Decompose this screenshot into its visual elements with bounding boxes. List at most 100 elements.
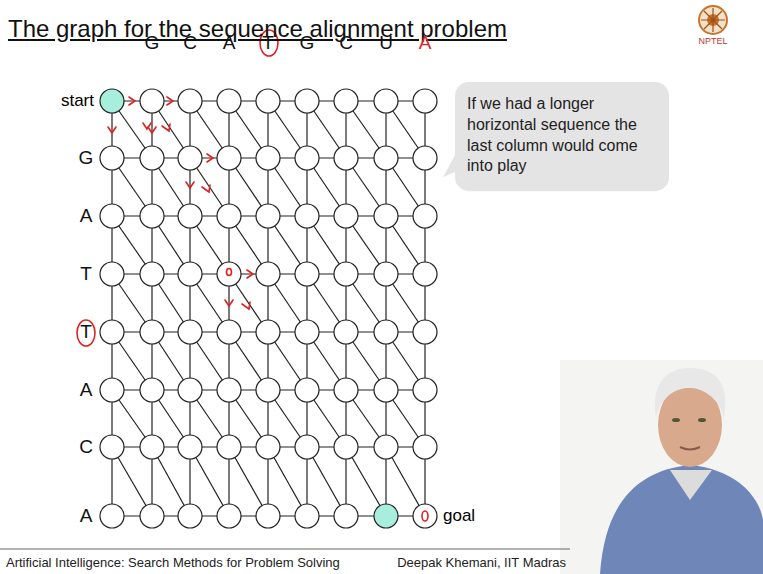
column-letter: C <box>183 32 197 54</box>
grid-vertex <box>178 378 202 402</box>
grid-vertex <box>413 435 437 459</box>
grid-vertex <box>217 320 241 344</box>
column-letter: A <box>223 32 236 54</box>
grid-vertex <box>100 378 124 402</box>
grid-vertex <box>334 89 358 113</box>
grid-vertex <box>140 204 164 228</box>
grid-vertex <box>217 435 241 459</box>
footer-rule <box>0 549 570 550</box>
column-letter: A <box>419 32 432 54</box>
red-arrow-mark <box>202 185 210 192</box>
grid-vertex <box>217 146 241 170</box>
red-arrow-mark <box>242 302 250 309</box>
terminal-vertex: start <box>61 91 94 111</box>
grid-vertex <box>140 146 164 170</box>
grid-vertex <box>334 378 358 402</box>
grid-vertex <box>256 146 280 170</box>
grid-vertex <box>140 504 164 528</box>
grid-vertex <box>295 378 319 402</box>
grid-vertex <box>100 89 124 113</box>
grid-vertex <box>374 262 398 286</box>
red-arrow-mark <box>207 154 213 162</box>
row-letter: A <box>80 205 93 227</box>
grid-vertex <box>413 204 437 228</box>
grid-vertex <box>413 262 437 286</box>
grid-vertex <box>334 435 358 459</box>
row-letter: G <box>79 147 94 169</box>
grid-vertex <box>256 320 280 344</box>
grid-vertex <box>334 504 358 528</box>
column-letter: T <box>262 32 274 54</box>
terminal-vertex: goal <box>443 506 475 526</box>
grid-vertex <box>295 435 319 459</box>
grid-vertex <box>140 435 164 459</box>
red-o-mark <box>422 511 428 521</box>
slide-title: The graph for the sequence alignment pro… <box>8 15 507 43</box>
callout-text: If we had a longer horizontal sequence t… <box>467 94 657 177</box>
row-letter: A <box>80 505 93 527</box>
grid-vertex <box>256 204 280 228</box>
red-annotations <box>77 30 428 521</box>
grid-vertex <box>374 504 398 528</box>
vertex-label: goal <box>443 506 475 526</box>
grid-vertex <box>413 146 437 170</box>
nptel-emblem <box>699 6 727 34</box>
grid-vertex <box>295 504 319 528</box>
grid-vertex <box>334 320 358 344</box>
grid-vertex <box>140 378 164 402</box>
grid-vertex <box>178 204 202 228</box>
column-letter: U <box>379 32 393 54</box>
vertex-label: start <box>61 91 94 111</box>
grid-vertex <box>334 262 358 286</box>
grid-vertex <box>256 378 280 402</box>
grid-vertex <box>100 262 124 286</box>
grid-vertex <box>178 146 202 170</box>
grid-vertex <box>256 262 280 286</box>
red-arrow-mark <box>225 300 233 306</box>
red-arrow-mark <box>143 123 151 129</box>
row-letter: T <box>80 263 92 285</box>
grid-vertex <box>374 146 398 170</box>
grid-vertex <box>178 262 202 286</box>
grid-vertex <box>100 146 124 170</box>
grid-vertex <box>100 435 124 459</box>
grid-vertex <box>374 204 398 228</box>
grid-vertex <box>295 320 319 344</box>
grid-vertex <box>334 146 358 170</box>
grid-vertex <box>413 378 437 402</box>
grid-vertex <box>295 89 319 113</box>
grid-vertex <box>217 504 241 528</box>
grid-vertex <box>295 204 319 228</box>
grid-vertex <box>140 89 164 113</box>
red-arrow-mark <box>108 127 116 133</box>
grid-vertex <box>413 89 437 113</box>
grid-vertex <box>100 504 124 528</box>
grid-vertex <box>178 435 202 459</box>
row-letter: C <box>79 436 93 458</box>
red-arrow-mark <box>167 97 173 105</box>
red-arrow-mark <box>186 182 194 188</box>
callout-tail <box>443 151 461 177</box>
callout-body <box>455 82 669 191</box>
red-arrow-mark <box>148 127 156 133</box>
grid-vertex <box>256 435 280 459</box>
grid-vertex <box>178 504 202 528</box>
red-o-mark <box>227 269 232 276</box>
grid-vertex <box>217 89 241 113</box>
grid-vertex <box>217 378 241 402</box>
grid-vertex <box>374 378 398 402</box>
grid-vertex <box>295 262 319 286</box>
callout-box: If we had a longer horizontal sequence t… <box>455 82 669 191</box>
red-circle-mark <box>77 320 95 346</box>
callout-bubble-shape <box>443 82 669 191</box>
grid-graph <box>100 89 437 528</box>
grid-vertex <box>256 504 280 528</box>
grid-vertex <box>295 146 319 170</box>
red-arrow-mark <box>129 97 135 105</box>
grid-vertex <box>374 320 398 344</box>
grid-vertex <box>256 89 280 113</box>
grid-vertex <box>413 504 437 528</box>
red-arrow-mark <box>247 270 253 278</box>
grid-vertex <box>374 89 398 113</box>
